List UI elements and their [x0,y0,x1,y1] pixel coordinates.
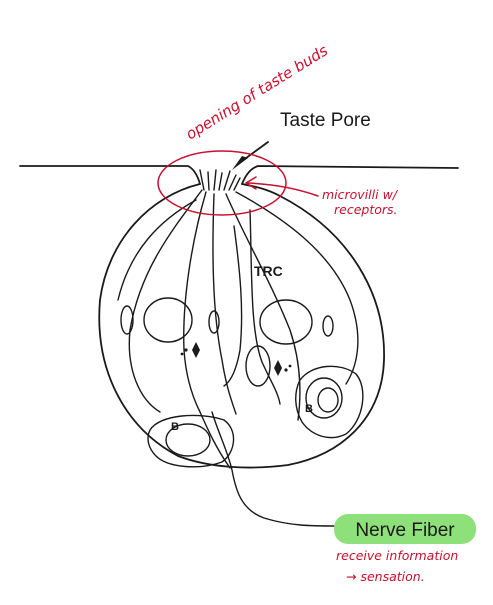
nerve-fiber-label-bg [334,514,476,544]
annotation-receive-1: receive information [336,548,458,563]
synapse-marks [180,342,292,376]
nerve-fiber [211,411,337,527]
basal-cell-right [295,365,364,439]
taste-bud-outline [98,183,385,469]
microvilli [199,169,241,191]
basal-cell-left [147,414,235,468]
label-trc: TRC [254,263,283,279]
annotation-receive-2: → sensation. [346,569,425,584]
label-taste-pore: Taste Pore [280,110,371,131]
label-basal-right: B [305,403,313,415]
nerve-fiber-branch [199,411,231,469]
label-basal-left: B [171,421,179,433]
annotation-microvilli-2: receptors. [334,202,398,217]
pore-highlight-circle [157,150,287,216]
epithelium-surface [19,165,459,185]
microvilli-arrow [245,176,319,197]
label-nerve-fiber: Nerve Fiber [355,520,455,541]
taste-pore-arrowhead [232,156,248,170]
annotation-microvilli-1: microvilli w/ [322,187,399,202]
receptor-cells [117,189,359,421]
cell-nuclei [120,297,343,457]
